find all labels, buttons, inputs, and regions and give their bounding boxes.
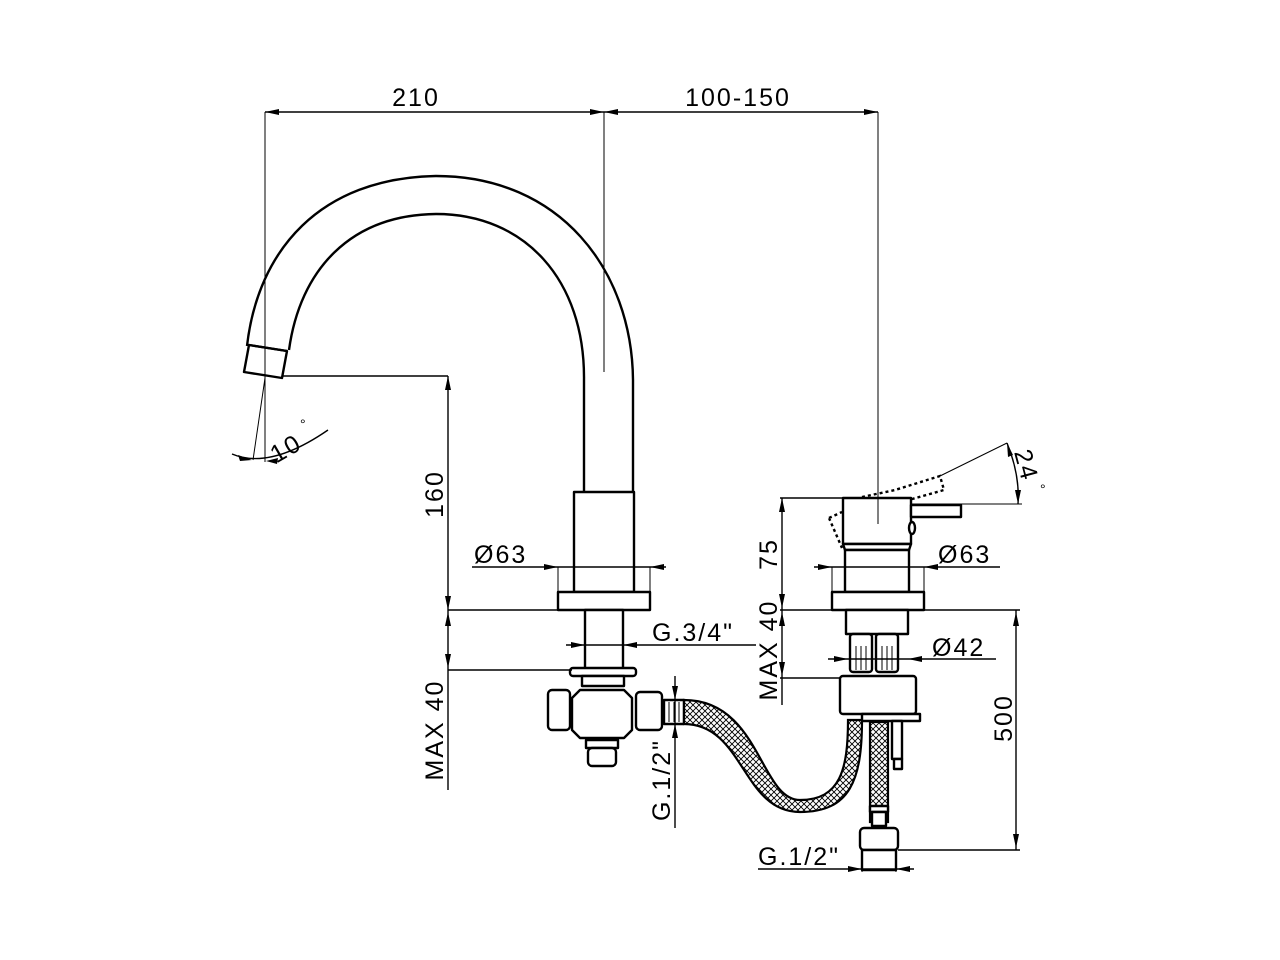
mixer-body (843, 548, 911, 594)
dim-mixer-base-diameter: Ø63 (814, 541, 1000, 592)
tee-left-nut (546, 688, 572, 732)
mixer-cap (841, 496, 913, 546)
dim-label-500: 500 (990, 694, 1018, 742)
dim-label-24-degree: 24 (1008, 446, 1043, 484)
mixer-base-ring (830, 590, 926, 612)
spout (242, 174, 652, 688)
dim-mixer-shank-diameter: Ø42 (828, 634, 996, 662)
supply-thread-end (860, 848, 898, 872)
mixer-stud (890, 719, 904, 761)
degree-symbol-lever: ° (1040, 481, 1046, 497)
dim-spacing: 100-150 (604, 84, 878, 115)
dim-label-diameter63-left: Ø63 (474, 541, 527, 569)
dim-label-75: 75 (755, 538, 783, 570)
spout-angle-line (252, 377, 266, 461)
spout-base-ring (556, 590, 652, 612)
mixer-lever (909, 503, 963, 519)
dim-spout-reach: 210 (265, 84, 604, 115)
dim-label-diameter42: Ø42 (932, 634, 985, 662)
tee-body (570, 688, 634, 740)
dim-tee-thread: G.1/2" (648, 676, 678, 828)
supply-nut (858, 826, 900, 852)
dim-deck-thickness-right: MAX 40 (755, 600, 785, 705)
spout-body (572, 490, 636, 594)
lever-pivot (907, 520, 917, 536)
mixer (827, 442, 1022, 872)
flexible-hose-curved (682, 698, 864, 814)
dim-mixer-height: 75 (755, 497, 843, 610)
dim-shank-thread: G.3/4" (566, 619, 756, 648)
mixer-stud-nut (892, 757, 904, 771)
dim-hose-length: 500 (898, 610, 1020, 851)
lever-angle-ref-line (939, 442, 1008, 477)
spout-shank (583, 608, 625, 672)
dim-label-210: 210 (392, 84, 440, 112)
dim-label-max40-left: MAX 40 (421, 680, 449, 781)
spout-nut-collar (580, 674, 626, 688)
dim-spout-height: 160 (282, 375, 451, 610)
dim-lever-angle: 24 ° (1006, 442, 1046, 505)
tee-valve (546, 688, 686, 768)
dim-label-100-150: 100-150 (685, 84, 791, 112)
spout-outer-curve (245, 174, 635, 492)
dim-label-10-degree: 10 (265, 429, 307, 469)
dim-label-160: 160 (421, 470, 449, 518)
degree-symbol-spout: ° (300, 416, 306, 432)
mixer-shank (844, 608, 910, 636)
spout-inner-curve (287, 212, 586, 492)
dim-label-diameter63-right: Ø63 (938, 541, 991, 569)
dim-supply-thread: G.1/2" (758, 843, 914, 872)
dim-label-max40-right: MAX 40 (755, 600, 783, 701)
tee-bottom-nut (586, 746, 618, 768)
aerator-ring (248, 343, 288, 353)
mixer-washer (860, 712, 922, 723)
lever-alt-position (827, 474, 946, 549)
supply-ferrule (870, 810, 888, 828)
dim-label-g12-supply: G.1/2" (758, 843, 840, 871)
dim-spout-angle: 10 ° (231, 416, 329, 469)
dim-label-g12-tee: G.1/2" (648, 739, 676, 821)
dim-spout-base-diameter: Ø63 (472, 541, 666, 592)
dim-label-g34: G.3/4" (652, 619, 734, 647)
mixer-lock-nut (838, 674, 918, 716)
dim-deck-thickness-left: MAX 40 (421, 610, 451, 790)
tee-right-nut (634, 690, 664, 732)
